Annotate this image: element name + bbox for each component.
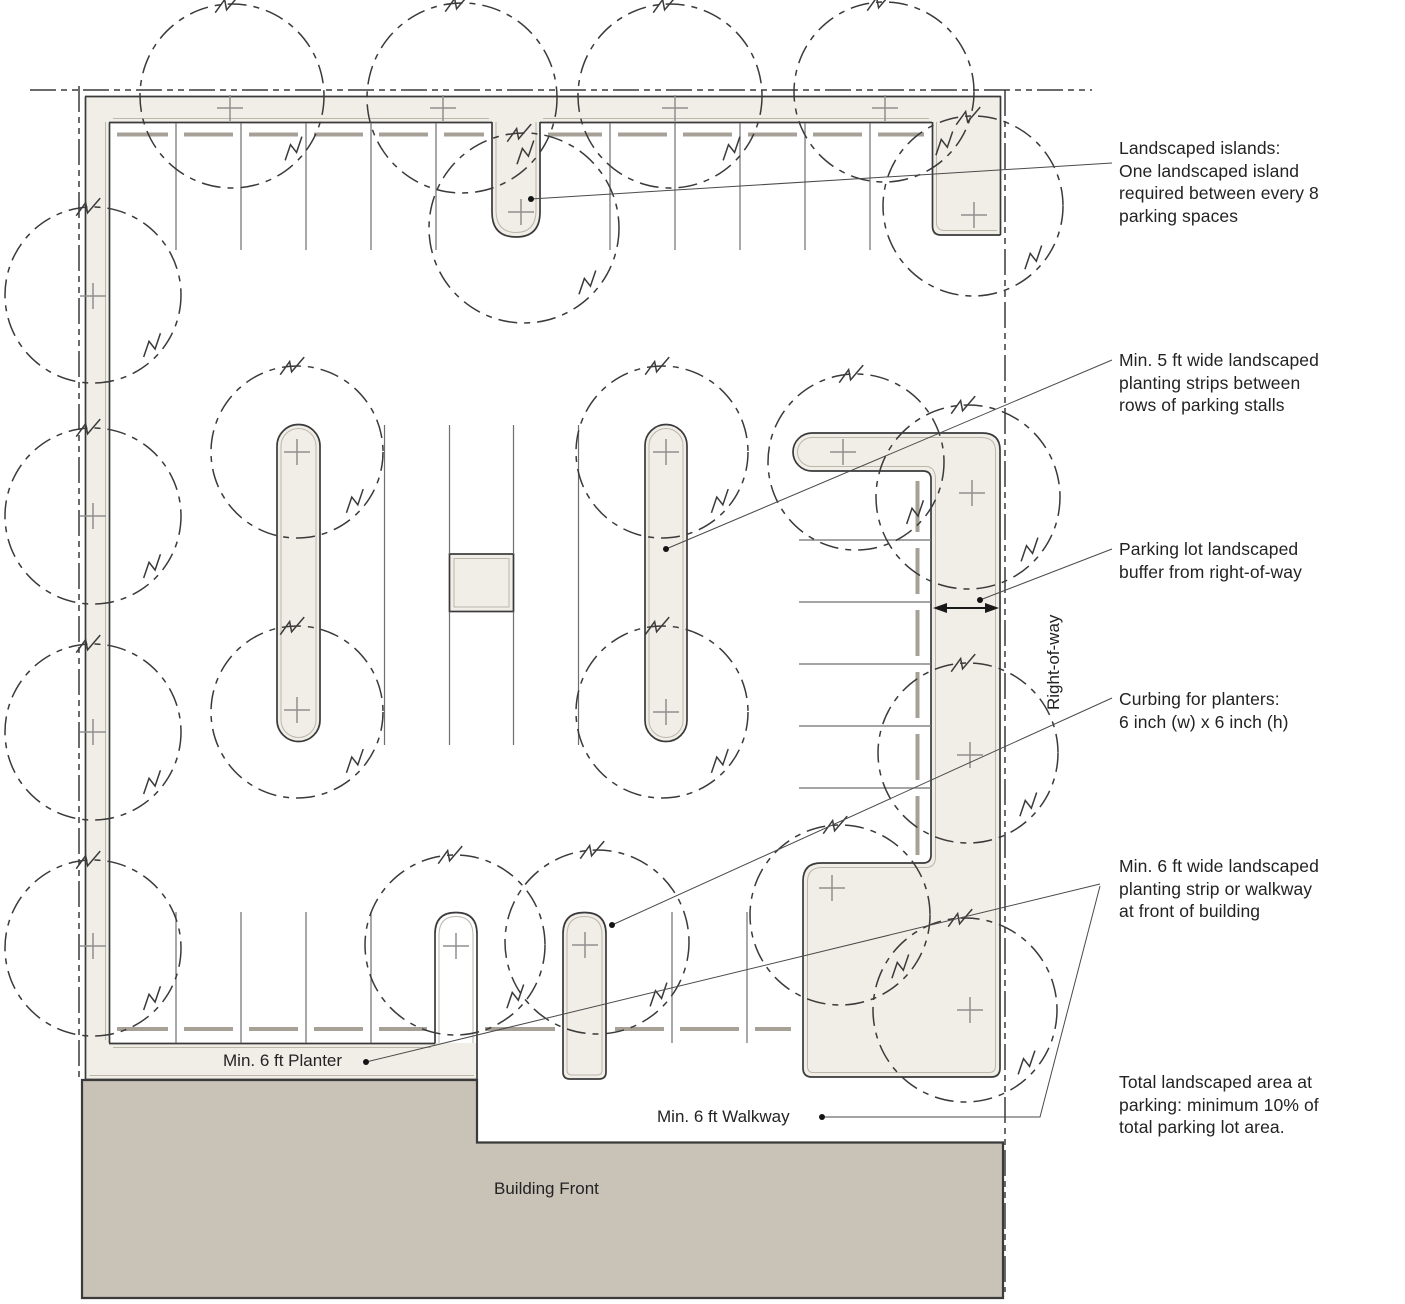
- right-of-way-label: Right-of-way: [1044, 614, 1063, 710]
- note-total-area: Total landscaped area at parking: minimu…: [1119, 1072, 1319, 1137]
- tree: [4, 634, 182, 821]
- note-landscaped-islands: Landscaped islands: One landscaped islan…: [1119, 138, 1319, 226]
- parking-stall-lines: [175, 123, 931, 1043]
- leader-lines: [363, 162, 1113, 1120]
- tree: [364, 845, 546, 1036]
- tree: [577, 0, 763, 189]
- tree: [210, 356, 384, 539]
- planter-label: Min. 6 ft Planter: [223, 1051, 343, 1070]
- tree: [767, 364, 945, 551]
- tree: [877, 653, 1059, 844]
- planting-center-marks: [80, 95, 987, 1023]
- walkway-label: Min. 6 ft Walkway: [657, 1107, 790, 1126]
- building-front-label: Building Front: [494, 1179, 599, 1198]
- curb-inner-lines: [89, 118, 997, 1076]
- tree: [366, 0, 558, 194]
- tree: [504, 840, 690, 1035]
- tree: [793, 0, 975, 183]
- property-lines: [30, 86, 1092, 1292]
- tree: [428, 123, 620, 324]
- tree: [4, 197, 182, 384]
- note-row-buffer: Parking lot landscaped buffer from right…: [1119, 539, 1302, 582]
- wheel-stop-marks: [117, 132, 924, 1031]
- note-curbing: Curbing for planters: 6 inch (w) x 6 inc…: [1119, 689, 1289, 732]
- tree: [575, 356, 749, 539]
- landscape-outlines: [84, 95, 1002, 1081]
- tree: [4, 850, 182, 1037]
- tree: [575, 616, 749, 799]
- buffer-dimension-arrow: [933, 603, 999, 613]
- tree-canopies: [4, 0, 1064, 1103]
- tree: [875, 395, 1061, 590]
- tree: [139, 0, 325, 189]
- note-planting-strips: Min. 5 ft wide landscaped planting strip…: [1119, 350, 1319, 415]
- tree: [4, 418, 182, 605]
- note-front-strip: Min. 6 ft wide landscaped planting strip…: [1119, 856, 1319, 921]
- tree: [210, 616, 384, 799]
- tree: [882, 106, 1064, 297]
